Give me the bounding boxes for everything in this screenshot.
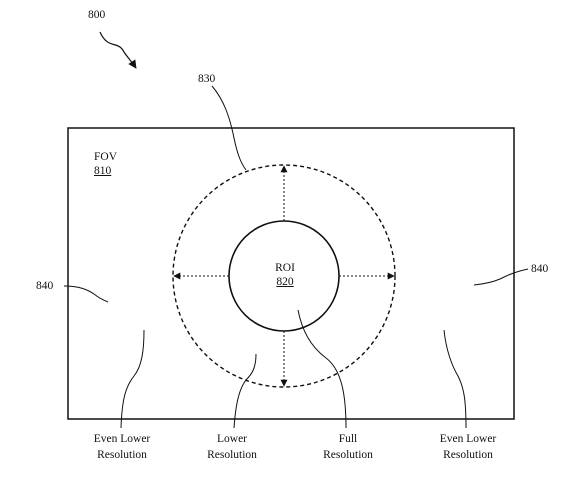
caption-even-lower-left: Even Lower Resolution — [82, 431, 162, 463]
caption-lower: Lower Resolution — [196, 431, 268, 463]
caption-even-lower-right: Even Lower Resolution — [428, 431, 508, 463]
caption-even-lower-right-line2: Resolution — [443, 449, 493, 461]
leader-caption-far-right — [443, 329, 467, 429]
lower-resolution-ring — [172, 164, 396, 388]
outer-region-reference-right: 840 — [531, 263, 549, 275]
roi-label-block: ROI 820 — [270, 261, 300, 289]
leader-caption-far-left — [120, 329, 145, 429]
outer-region-reference-left: 840 — [36, 280, 54, 292]
fov-label: FOV — [94, 151, 118, 163]
leader-830 — [211, 85, 247, 171]
fov-reference: 810 — [94, 165, 112, 177]
leader-caption-lower — [233, 353, 257, 429]
caption-full: Full Resolution — [312, 431, 384, 463]
caption-lower-line1: Lower — [216, 433, 247, 445]
caption-full-line1: Full — [338, 433, 358, 445]
caption-full-line2: Resolution — [323, 449, 373, 461]
roi-label: ROI — [275, 262, 295, 274]
caption-even-lower-left-line2: Resolution — [97, 449, 147, 461]
caption-even-lower-right-line1: Even Lower — [439, 433, 497, 445]
fov-label-block: FOV 810 — [94, 150, 117, 178]
ring-reference-label: 830 — [198, 73, 216, 85]
caption-even-lower-left-line1: Even Lower — [93, 433, 151, 445]
leader-840-right — [473, 268, 529, 286]
roi-reference: 820 — [276, 276, 294, 288]
figure-pointer-arrow — [99, 31, 137, 69]
leader-840-left — [63, 285, 109, 303]
caption-lower-line2: Resolution — [207, 449, 257, 461]
figure-number-label: 800 — [88, 9, 106, 21]
leader-caption-full — [297, 309, 347, 429]
